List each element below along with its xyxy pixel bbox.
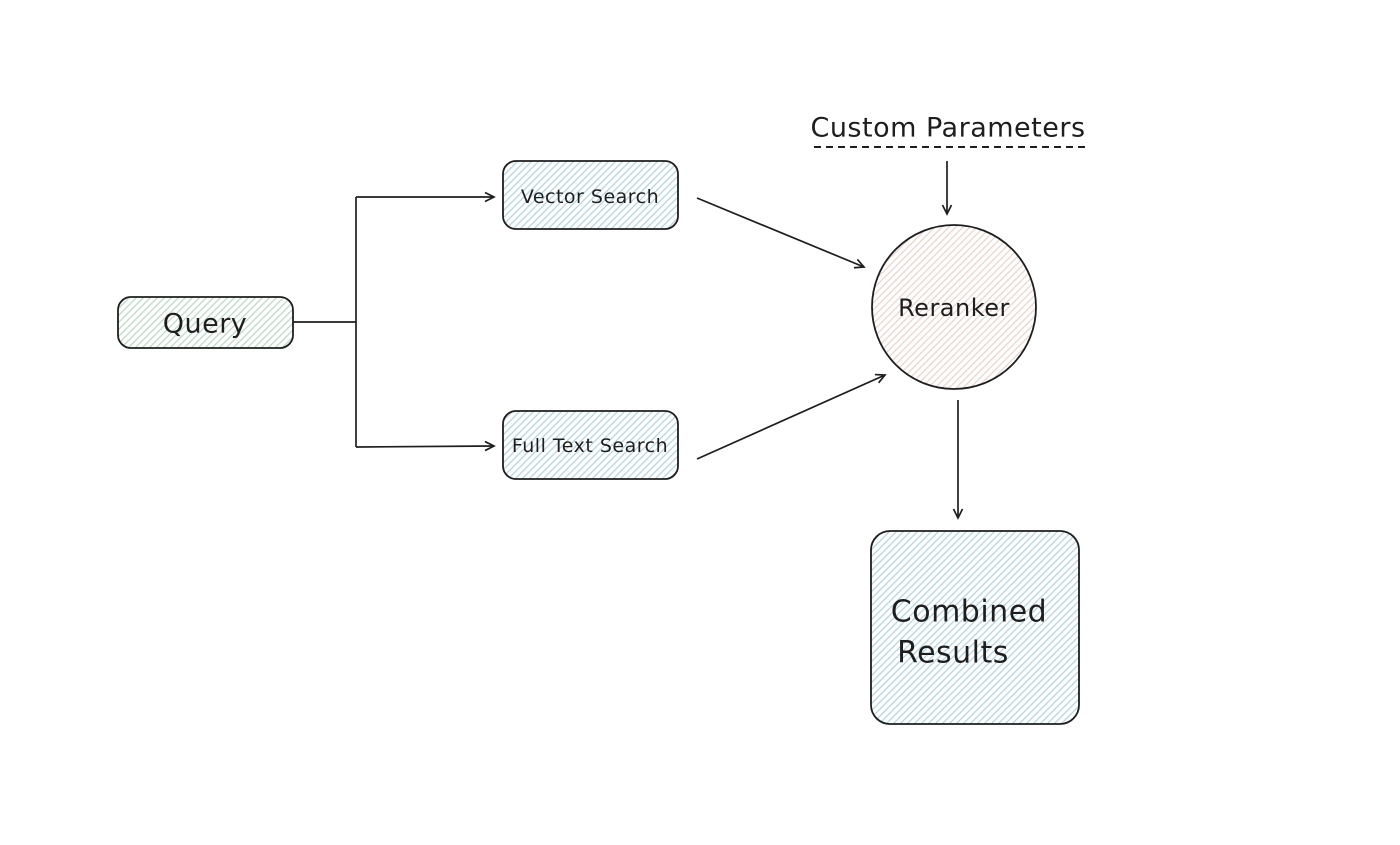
custom-parameters-node: Custom Parameters	[810, 113, 1089, 148]
custom-parameters-label: Custom Parameters	[810, 113, 1085, 144]
reranker-circle	[871, 224, 1037, 390]
query-node: Query	[117, 296, 294, 349]
vector-search-label: Vector Search	[521, 186, 659, 208]
combined-results-label-line2: Results	[897, 636, 1009, 671]
arrow-vector-search-to-reranker	[696, 197, 866, 269]
combined-results-label-line1: Combined	[891, 595, 1047, 630]
arrow-full-text-search-to-reranker	[696, 373, 887, 460]
reranker-node: Reranker	[871, 224, 1037, 390]
query-box	[117, 296, 294, 349]
full-text-search-label: Full Text Search	[512, 435, 668, 457]
combined-results-box	[870, 530, 1080, 725]
full-text-search-node: Full Text Search	[502, 410, 679, 480]
full-text-search-box	[502, 410, 679, 480]
combined-results-node: Combined Results	[870, 530, 1080, 725]
query-label: Query	[163, 309, 248, 340]
vector-search-box	[502, 160, 679, 230]
vector-search-node: Vector Search	[502, 160, 679, 230]
edge-group	[293, 161, 964, 520]
arrow-query-to-full-text-search	[355, 440, 496, 452]
reranker-label: Reranker	[898, 294, 1010, 322]
